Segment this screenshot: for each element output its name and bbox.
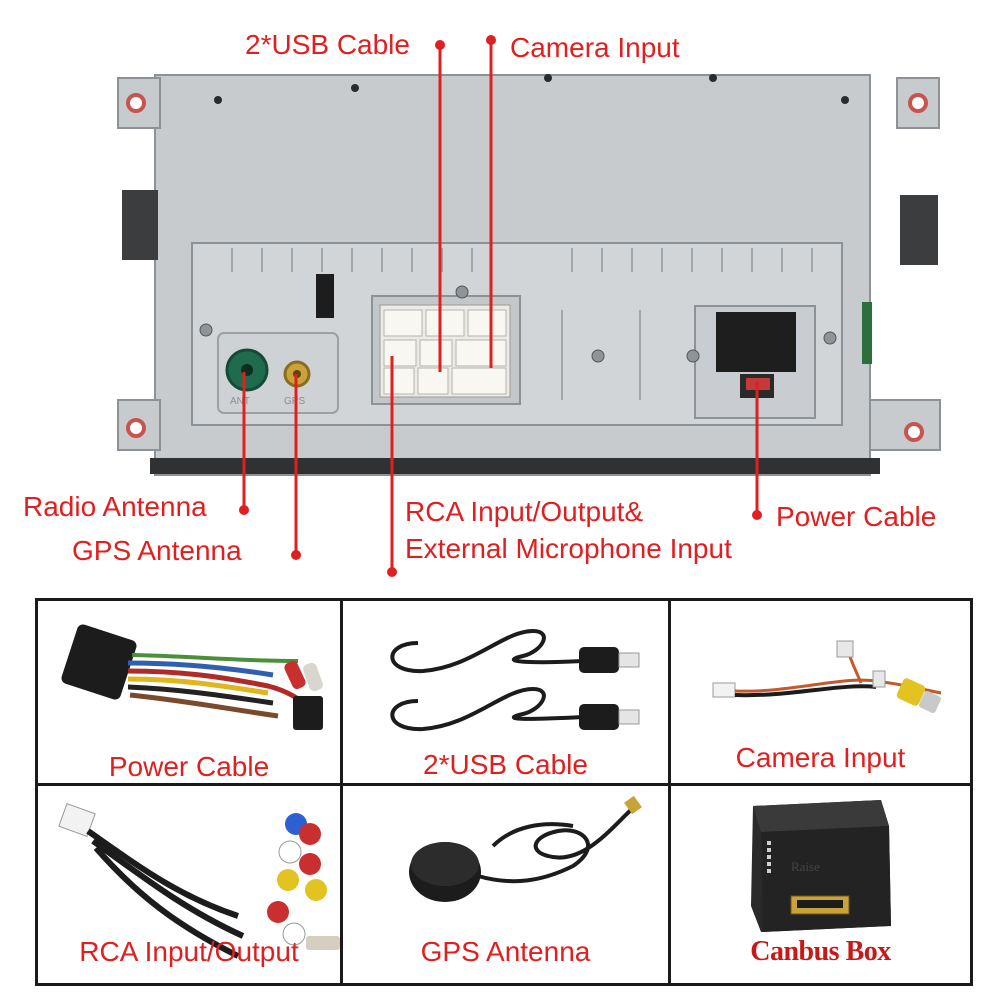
camera-input-callout: Camera Input [510, 32, 680, 63]
accessory-caption: Power Cable [108, 751, 270, 782]
antenna-cable-stub [316, 274, 334, 318]
camera-input-cable-image [712, 640, 942, 713]
accessory-caption: GPS Antenna [420, 936, 591, 967]
accessories-grid: Power Cable 2*USB Cable Camera Input [35, 598, 973, 986]
gps-antenna-callout: GPS Antenna [72, 535, 242, 566]
power-cable-callout: Power Cable [776, 501, 937, 532]
accessory-caption: Camera Input [735, 742, 906, 773]
accessory-caption: RCA Input/Output [79, 936, 299, 967]
mount-ear-bottom-right [869, 399, 941, 451]
power-cable-image [61, 624, 323, 730]
radio-antenna-callout: Radio Antenna [23, 491, 207, 522]
rca-callout-line1: RCA Input/Output& [405, 496, 644, 527]
head-unit-rear-illustration: ANT GPS [117, 35, 941, 577]
rear-panel-diagram: ANT GPS 2*USB Cabl [23, 29, 941, 577]
accessory-rca-cable: RCA Input/Output [38, 786, 343, 983]
usb-cable-callout: 2*USB Cable [245, 29, 410, 60]
accessory-usb-cable: 2*USB Cable [343, 601, 671, 786]
rca-callout-line2: External Microphone Input [405, 533, 732, 564]
accessory-canbus-box: Raise Canbus Box [671, 786, 970, 983]
accessory-camera-input: Camera Input [671, 601, 970, 786]
usb-cable-image [390, 628, 640, 732]
gps-antenna-image [409, 795, 642, 902]
rca-cable-image [58, 802, 340, 959]
accessory-caption: Canbus Box [750, 936, 891, 967]
canbus-brand-label: Raise [791, 859, 820, 874]
canbus-box-image: Raise [751, 800, 891, 932]
accessory-gps-antenna: GPS Antenna [343, 786, 671, 983]
accessory-power-cable: Power Cable [38, 601, 343, 786]
power-connector [716, 312, 796, 372]
ant-label: ANT [230, 396, 250, 407]
accessory-caption: 2*USB Cable [423, 749, 588, 780]
